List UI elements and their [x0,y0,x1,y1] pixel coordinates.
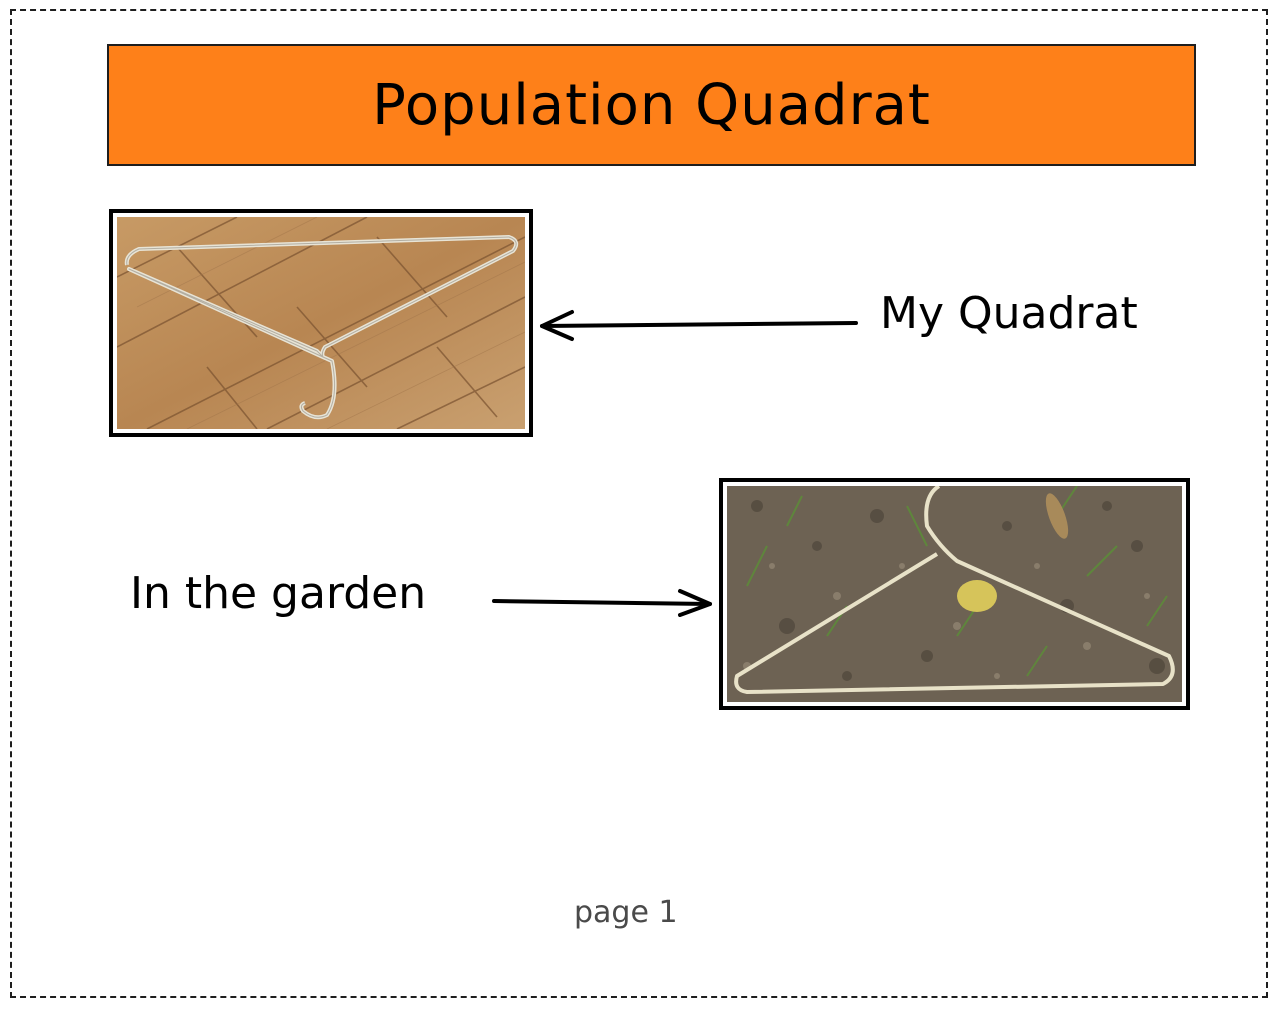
page-frame [10,9,1268,998]
hanger-garden-photo[interactable] [719,478,1190,710]
title-banner: Population Quadrat [107,44,1196,166]
hanger-floor-image [117,217,525,429]
page-number: page 1 [574,895,678,930]
my-quadrat-label: My Quadrat [880,288,1138,339]
hanger-garden-image [727,486,1182,702]
page-title: Population Quadrat [372,72,931,138]
in-the-garden-label: In the garden [130,568,427,619]
hanger-floor-photo[interactable] [109,209,533,437]
